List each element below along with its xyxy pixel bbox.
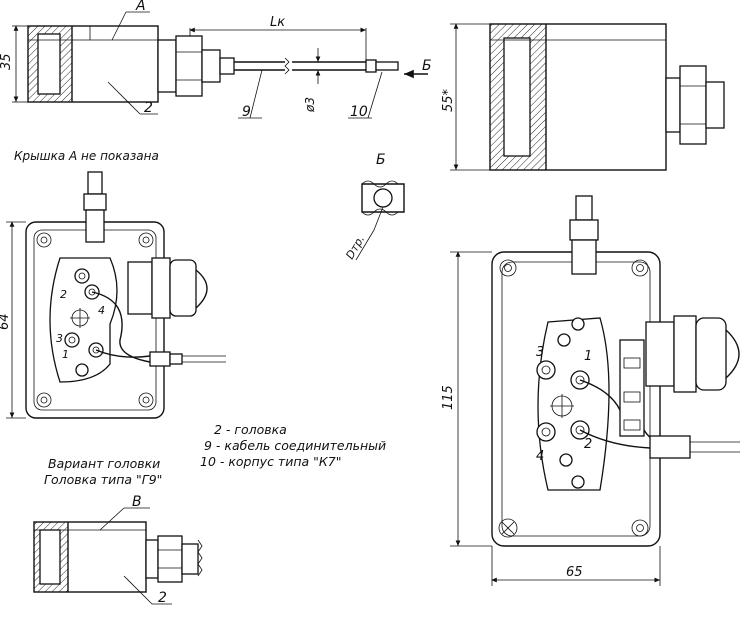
right-terminal-4: 4 [536,449,544,464]
right-terminal-2: 2 [584,437,592,452]
dim-height-right-plan: 115 [441,385,456,410]
right-terminal-3: 3 [536,345,544,360]
label-v: В [132,494,142,510]
left-terminal-1: 1 [62,348,69,361]
dim-length: Lк [270,15,285,30]
label-a: А [135,0,146,14]
leader-2-variant: 2 [158,590,167,606]
legend-item-9: 9 - кабель соединительный [204,438,386,453]
legend-item-10: 10 - корпус типа "К7" [200,454,341,469]
variant-subtitle: Головка типа "Г9" [44,472,162,487]
variant-title: Вариант головки [48,456,160,471]
dim-height-top: 35 [0,53,14,70]
dim-height-left-plan: 64 [0,313,12,330]
left-terminal-3: 3 [56,332,63,345]
leader-10: 10 [350,104,368,120]
view-arrow-b: Б [422,58,432,74]
left-terminal-2: 2 [60,288,67,301]
leader-2-top: 2 [144,100,153,116]
variant-head: Вариант головки Головка типа "Г9" В 2 [33,456,203,606]
detail-b: Б Dтр. [343,152,405,262]
right-plan-view: 3 1 4 2 115 65 [441,195,740,586]
right-side-view: 55* [441,23,725,171]
legend-item-2: 2 - головка [214,422,287,437]
top-side-view: 35 Lк ø3 А 2 9 10 Б [0,0,432,120]
legend: 2 - головка 9 - кабель соединительный 10… [200,422,386,469]
leader-9: 9 [242,104,251,120]
dim-width-right-plan: 65 [566,565,583,580]
note-cover-not-shown: Крышка А не показана [14,149,159,163]
detail-b-title: Б [376,152,386,168]
left-terminal-4: 4 [98,304,105,317]
right-terminal-1: 1 [584,349,592,364]
left-plan-view: 2 4 3 1 64 [0,171,226,419]
dim-height-right-side: 55* [441,88,456,112]
dim-diameter: ø3 [303,97,317,113]
